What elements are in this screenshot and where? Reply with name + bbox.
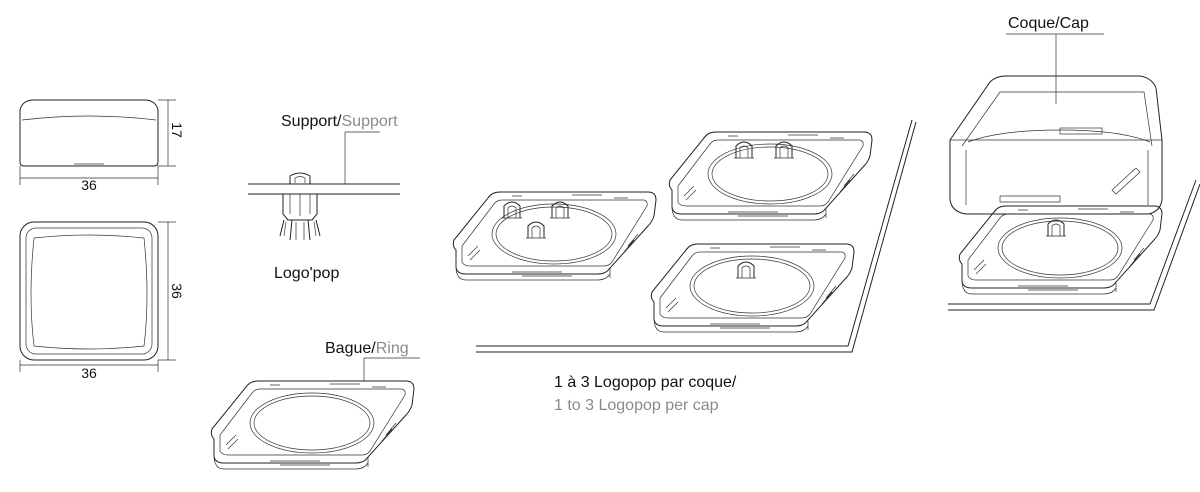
cap-label: Coque/Cap bbox=[1008, 15, 1089, 32]
ring-with-2-logopop bbox=[668, 131, 873, 221]
ring-label: Bague/Ring bbox=[325, 340, 409, 357]
base-plane bbox=[476, 119, 917, 353]
ring-with-3-logopop bbox=[452, 191, 657, 281]
side-view bbox=[19, 99, 176, 185]
cap-ring bbox=[958, 205, 1163, 295]
side-height-dimension: 17 bbox=[169, 122, 185, 138]
ring-with-1-logopop bbox=[650, 243, 855, 333]
support-label: Support/Support bbox=[281, 113, 398, 130]
top-height-dimension: 36 bbox=[169, 283, 185, 299]
caption-en: 1 to 3 Logopop per cap bbox=[554, 397, 719, 414]
top-view bbox=[19, 221, 176, 372]
cap-shell bbox=[949, 75, 1163, 215]
ring-drawing bbox=[210, 380, 415, 470]
caption-fr: 1 à 3 Logopop par coque/ bbox=[554, 374, 737, 391]
logopop-label: Logo'pop bbox=[274, 265, 339, 282]
cap-base-plane bbox=[948, 179, 1200, 311]
top-width-dimension: 36 bbox=[81, 365, 97, 381]
side-width-dimension: 36 bbox=[81, 177, 97, 193]
logopop-clip bbox=[248, 172, 400, 241]
